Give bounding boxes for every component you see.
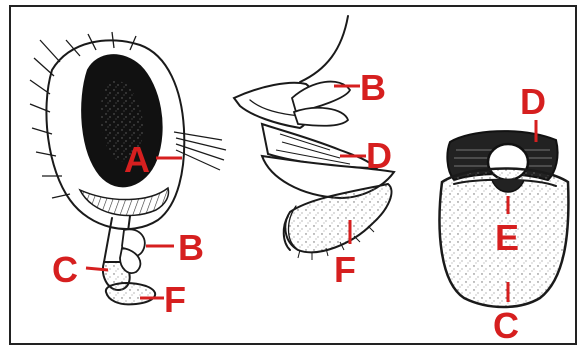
label-d3: D <box>520 81 546 122</box>
label-b2: B <box>360 67 386 108</box>
label-a: A <box>124 139 150 180</box>
label-d2: D <box>366 135 392 176</box>
label-f1: F <box>164 279 186 320</box>
label-f2: F <box>334 249 356 290</box>
label-e3: E <box>495 217 519 258</box>
label-c3: C <box>493 305 519 346</box>
label-b1: B <box>178 227 204 268</box>
leader-line-c1 <box>86 268 108 270</box>
label-c1: C <box>52 249 78 290</box>
